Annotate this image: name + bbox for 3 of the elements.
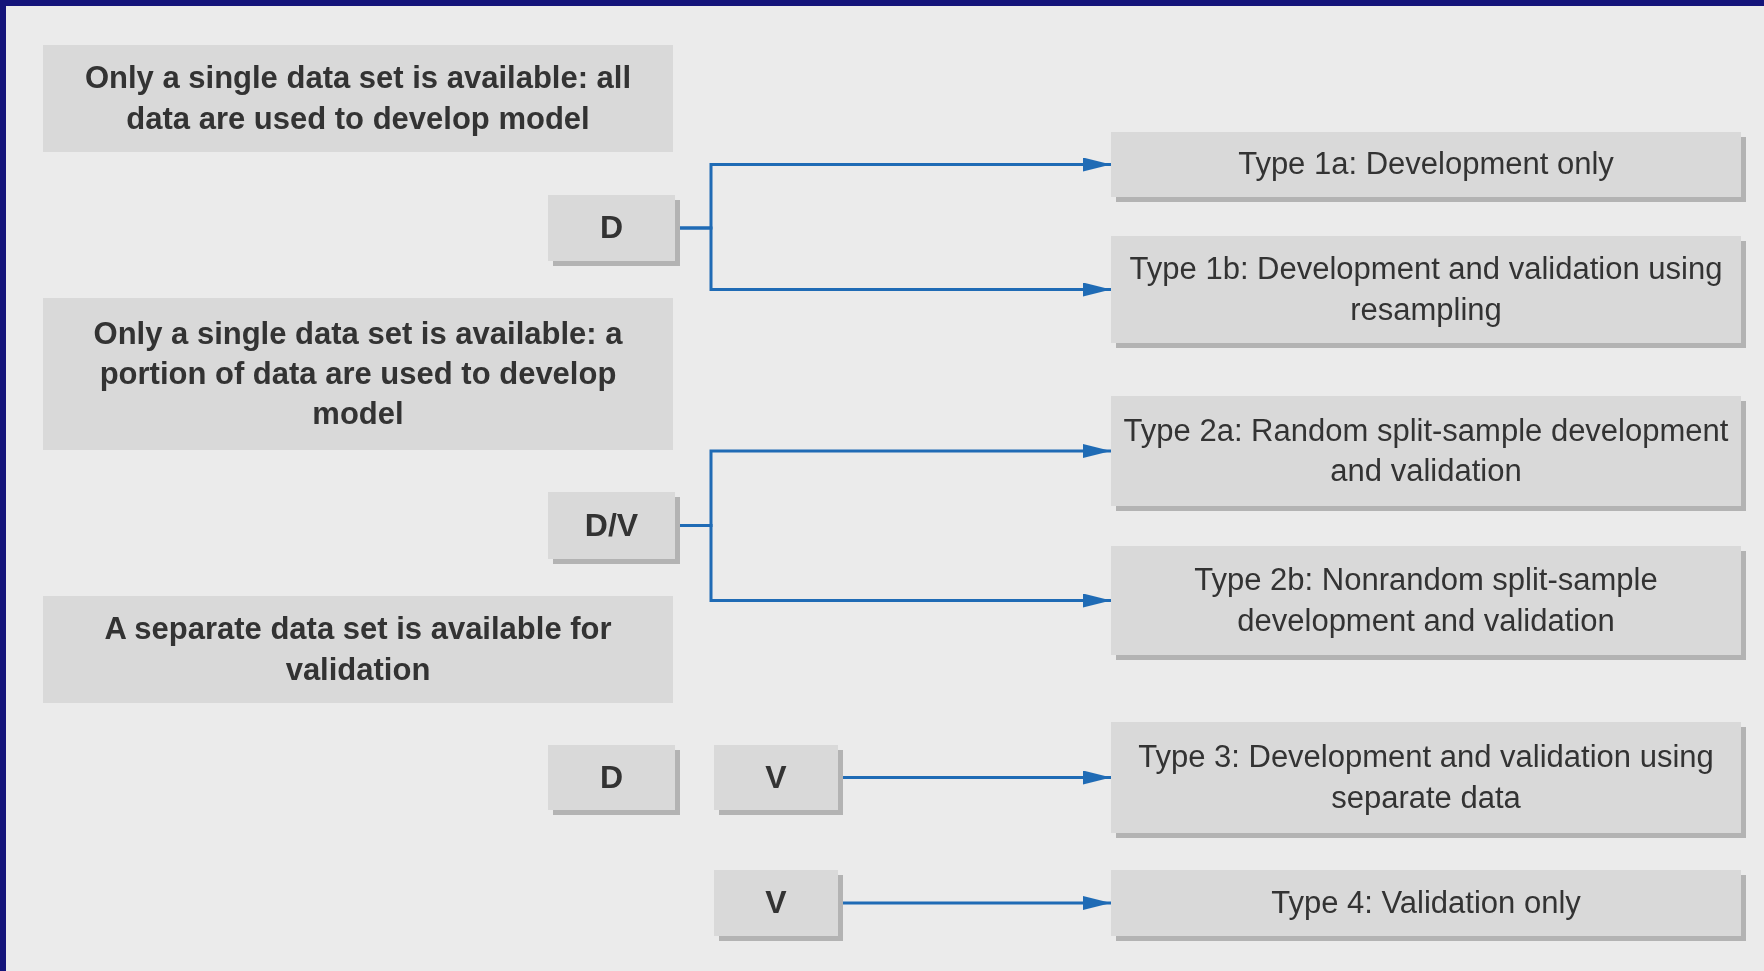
scenario-box: A separate data set is available for validation: [43, 596, 673, 703]
scenario-box: Only a single data set is available: a portion of data are used to develop model: [43, 298, 673, 450]
scenario-box: Only a single data set is available: all data are used to develop model: [43, 45, 673, 152]
